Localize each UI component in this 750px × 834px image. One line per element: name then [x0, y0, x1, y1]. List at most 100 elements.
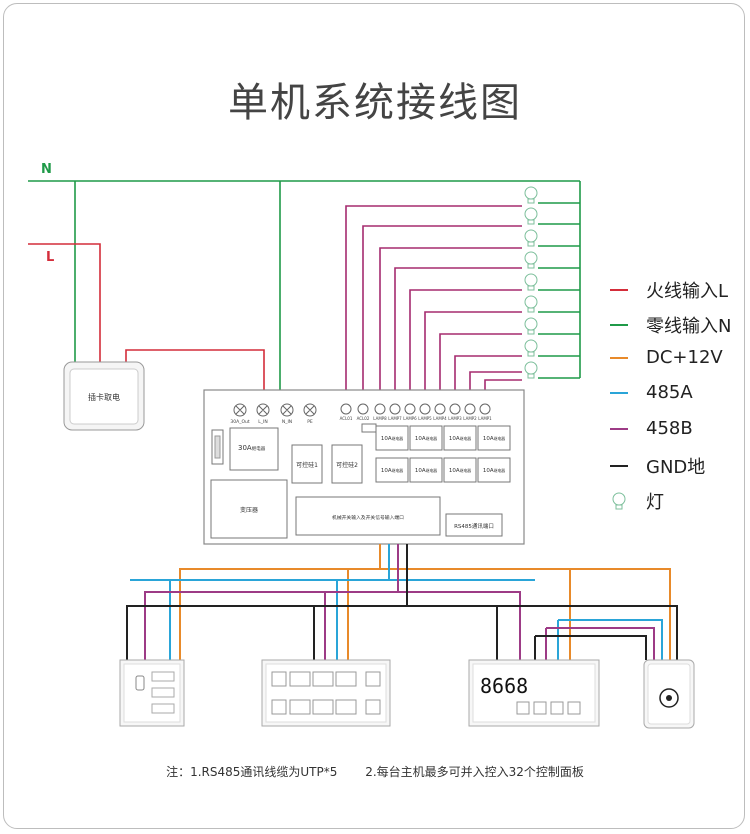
live-wires	[28, 243, 265, 402]
lamp-icon	[524, 361, 538, 379]
svg-text:10A继电器: 10A继电器	[415, 468, 437, 474]
legend-item-lamp: 灯	[610, 488, 664, 514]
lamp-icon	[524, 207, 538, 225]
relay-10a-label: 10A	[449, 468, 460, 474]
transformer	[210, 479, 288, 539]
fuse-small	[361, 423, 377, 433]
live-label: L	[46, 250, 54, 265]
scr-2-label: 可控硅2	[336, 461, 358, 469]
footnote-2: 2.每台主机最多可并入控入32个控制面板	[365, 765, 584, 779]
relay-30a-label: 30A	[238, 444, 252, 452]
relay-10a-suffix: 继电器	[426, 436, 438, 441]
terminal-acl02: ACL02	[357, 416, 370, 421]
lamp-icon	[524, 273, 538, 291]
control-panel-2	[261, 659, 391, 727]
terminal-acl01: ACL01	[340, 416, 353, 421]
panel-display: 8668	[480, 674, 528, 698]
rs485-port-label: RS485通讯端口	[454, 522, 494, 530]
dc12v-wires	[179, 544, 671, 660]
switch-input-port	[295, 496, 441, 536]
neutral-label: N	[41, 162, 52, 177]
lamp-icon	[524, 339, 538, 357]
terminal-lamp2: LAMP2	[463, 416, 477, 421]
relay-10a-label: 10A	[483, 436, 494, 442]
card-switch: 插卡取电	[63, 361, 145, 431]
scr-1	[291, 444, 323, 484]
terminal-lamp1: LAMP1	[478, 416, 492, 421]
relays-10a	[375, 425, 511, 483]
relay-10a-label: 10A	[483, 468, 494, 474]
rs485-bus	[126, 544, 678, 660]
legend-item-live: 火线输入L	[610, 277, 728, 303]
switch-input-port-label: 机械开关输入及开关信号输入端口	[332, 514, 404, 521]
relay-10a	[443, 457, 477, 483]
control-panel-4	[643, 659, 695, 729]
terminal-pe: PE	[307, 419, 313, 425]
svg-text:10A继电器: 10A继电器	[381, 468, 403, 474]
relay-10a-suffix: 继电器	[392, 468, 404, 473]
legend-item-485b: 458B	[610, 418, 693, 439]
terminal-lamp4: LAMP4	[433, 416, 447, 421]
rs485-port	[445, 513, 503, 537]
terminals-right	[340, 403, 491, 415]
relay-10a	[477, 425, 511, 451]
terminal-lamp6: LAMP6	[403, 416, 417, 421]
relay-10a	[477, 457, 511, 483]
relay-30a	[229, 427, 279, 471]
lamp-icon	[524, 251, 538, 269]
485a-wires	[130, 544, 663, 660]
legend-item-gnd: GND地	[610, 453, 705, 479]
relay-10a-label: 10A	[415, 468, 426, 474]
neutral-wires	[28, 180, 581, 390]
terminal-n-in: N_IN	[282, 419, 292, 425]
scr-1-label: 可控硅1	[296, 461, 318, 469]
relay-10a-suffix: 继电器	[392, 436, 404, 441]
relay-10a-label: 10A	[449, 436, 460, 442]
legend-item-dc12v: DC+12V	[610, 347, 723, 368]
svg-text:10A继电器: 10A继电器	[449, 468, 471, 474]
footnote: 注：1.RS485通讯线缆为UTP*5 2.每台主机最多可并入控入32个控制面板	[0, 763, 750, 780]
lamp-icon	[524, 295, 538, 313]
relay-10a-label: 10A	[381, 468, 392, 474]
485b-wires	[144, 544, 655, 660]
page-title: 单机系统接线图	[228, 80, 522, 126]
svg-text:10A继电器: 10A继电器	[483, 436, 505, 442]
terminal-30a-out: 30A_Out	[230, 419, 249, 425]
terminal-lamp5: LAMP5	[418, 416, 432, 421]
relay-10a	[375, 457, 409, 483]
relay-10a	[443, 425, 477, 451]
control-panel-1	[119, 659, 185, 727]
relay-10a-label: 10A	[415, 436, 426, 442]
transformer-label: 变压器	[240, 506, 258, 514]
scr-2	[331, 444, 363, 484]
panel-button	[151, 687, 175, 698]
relay-10a-suffix: 继电器	[426, 468, 438, 473]
terminal-lamp8: LAMP8	[373, 416, 387, 421]
terminals-left	[233, 403, 317, 417]
relay-10a-suffix: 继电器	[494, 468, 506, 473]
relay-10a-suffix: 继电器	[494, 436, 506, 441]
control-panel-3: 8668	[468, 659, 600, 727]
legend-item-neutral: 零线输入N	[610, 312, 731, 338]
lamp-icon	[524, 186, 538, 204]
lamp-icons	[524, 186, 538, 379]
terminal-lamp3: LAMP3	[448, 416, 462, 421]
relay-10a-label: 10A	[381, 436, 392, 442]
relay-10a-suffix: 继电器	[460, 436, 472, 441]
footnote-1: 注：1.RS485通讯线缆为UTP*5	[166, 765, 338, 779]
lamp-wires	[345, 205, 522, 402]
card-slot-icon	[135, 675, 145, 691]
card-switch-label: 插卡取电	[88, 392, 120, 402]
panel-button	[151, 671, 175, 682]
page-frame	[3, 3, 745, 829]
svg-text:10A继电器: 10A继电器	[415, 436, 437, 442]
lamp-icon	[524, 229, 538, 247]
svg-text:10A继电器: 10A继电器	[449, 436, 471, 442]
svg-text:10A继电器: 10A继电器	[483, 468, 505, 474]
relay-10a	[409, 425, 443, 451]
legend-item-485a: 485A	[610, 382, 693, 403]
relay-10a	[375, 425, 409, 451]
svg-text:10A继电器: 10A继电器	[381, 436, 403, 442]
relay-10a	[409, 457, 443, 483]
